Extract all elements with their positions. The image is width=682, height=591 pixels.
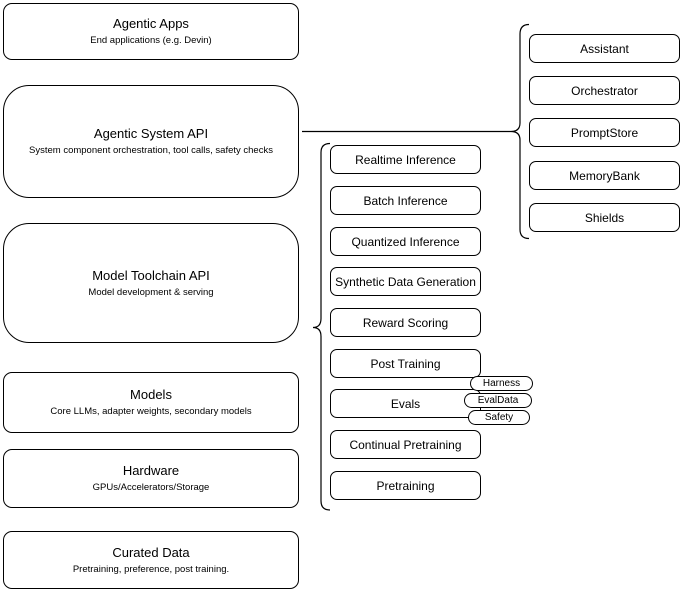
component-memorybank: MemoryBank: [529, 161, 680, 190]
toolchain-item-pretraining: Pretraining: [330, 471, 481, 500]
evals-badge-safety: Safety: [468, 410, 530, 425]
layer-models: Models Core LLMs, adapter weights, secon…: [3, 372, 299, 433]
layer-title: Hardware: [122, 463, 180, 478]
layer-subtitle: End applications (e.g. Devin): [90, 35, 212, 46]
layer-title: Curated Data: [112, 544, 190, 560]
layer-title: Models: [130, 387, 172, 402]
layer-title: Model Toolchain API: [92, 267, 210, 283]
toolchain-item-evals: Evals: [330, 389, 481, 418]
layer-subtitle: Core LLMs, adapter weights, secondary mo…: [50, 406, 252, 417]
component-promptstore: PromptStore: [529, 118, 680, 147]
layer-hardware: Hardware GPUs/Accelerators/Storage: [3, 449, 299, 508]
layer-model-toolchain-api: Model Toolchain API Model development & …: [3, 223, 299, 343]
toolchain-item-quantized-inference: Quantized Inference: [330, 227, 481, 256]
evals-badge-evaldata: EvalData: [464, 393, 532, 408]
layer-subtitle: Pretraining, preference, post training.: [72, 563, 230, 575]
toolchain-group-brace: [312, 142, 331, 511]
evals-badge-harness: Harness: [470, 376, 533, 391]
components-group-brace: [510, 23, 530, 240]
layer-curated-data: Curated Data Pretraining, preference, po…: [3, 531, 299, 589]
layer-agentic-apps: Agentic Apps End applications (e.g. Devi…: [3, 3, 299, 60]
layer-agentic-system-api: Agentic System API System component orch…: [3, 85, 299, 198]
component-shields: Shields: [529, 203, 680, 232]
layer-subtitle: Model development & serving: [88, 286, 214, 298]
layer-subtitle: GPUs/Accelerators/Storage: [92, 482, 210, 493]
toolchain-item-continual-pretraining: Continual Pretraining: [330, 430, 481, 459]
toolchain-item-reward-scoring: Reward Scoring: [330, 308, 481, 337]
component-orchestrator: Orchestrator: [529, 76, 680, 105]
layer-subtitle: System component orchestration, tool cal…: [29, 145, 273, 156]
layer-title: Agentic Apps: [113, 16, 189, 31]
toolchain-item-post-training: Post Training: [330, 349, 481, 378]
component-assistant: Assistant: [529, 34, 680, 63]
toolchain-item-synthetic-data-generation: Synthetic Data Generation: [330, 267, 481, 296]
toolchain-item-batch-inference: Batch Inference: [330, 186, 481, 215]
layer-title: Agentic System API: [93, 126, 209, 141]
toolchain-item-realtime-inference: Realtime Inference: [330, 145, 481, 174]
